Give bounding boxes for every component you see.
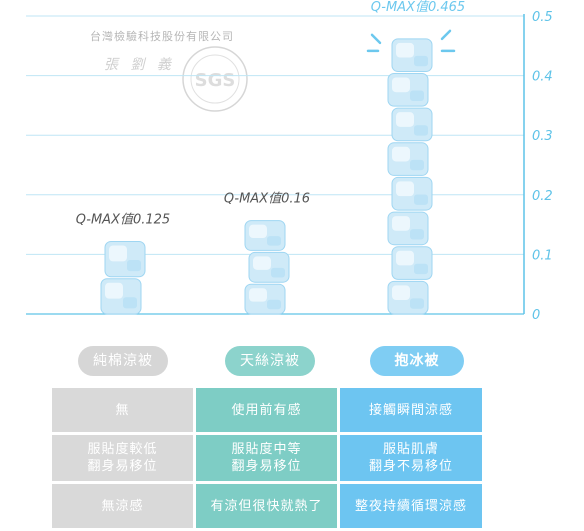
category-label-cotton: 純棉涼被 — [78, 346, 168, 376]
bar-3 — [387, 38, 433, 315]
ice-cube — [248, 251, 290, 283]
table-cell: 無 — [52, 388, 193, 432]
ice-cube — [387, 73, 429, 107]
ice-cube — [244, 283, 286, 315]
ice-cube — [391, 107, 433, 142]
y-tick-label: 0 — [532, 308, 540, 323]
stamp-company-name: 台灣檢驗科技股份有限公司 — [90, 30, 234, 43]
ice-cube — [391, 38, 433, 73]
data-label: Q-MAX值0.465 — [371, 0, 465, 15]
table-row: 無 使用前有感 接觸瞬間涼感 — [52, 388, 530, 432]
sparkle-icon — [366, 29, 456, 53]
qmax-bar-chart: 0.50.40.30.20.10 Q-MAX值0.125Q-MAX值0.16Q-… — [26, 0, 553, 323]
table-cell: 服貼度較低 翻身易移位 — [52, 435, 193, 481]
ice-cube — [391, 246, 433, 280]
y-tick-label: 0.4 — [532, 70, 553, 85]
category-label-ice-quilt: 抱冰被 — [370, 346, 464, 376]
ice-cube — [387, 142, 429, 176]
table-cell: 接觸瞬間涼感 — [340, 388, 482, 432]
table-cell: 服貼肌膚 翻身不易移位 — [340, 435, 482, 481]
stamp-signature: 張 劉 義 — [104, 57, 175, 73]
ice-cube — [387, 280, 429, 315]
bar-1 — [100, 241, 146, 315]
y-tick-label: 0.1 — [532, 248, 553, 263]
table-cell: 使用前有感 — [196, 388, 337, 432]
data-label: Q-MAX值0.125 — [76, 213, 170, 228]
category-label-tencel: 天絲涼被 — [225, 346, 315, 376]
table-cell: 整夜持續循環涼感 — [340, 484, 482, 528]
data-label: Q-MAX值0.16 — [224, 192, 310, 207]
table-row: 無涼感 有涼但很快就熱了 整夜持續循環涼感 — [52, 484, 530, 528]
data-labels: Q-MAX值0.125 Q-MAX值0.16 Q-MAX值0.465 — [76, 0, 465, 228]
table-cell: 服貼度中等 翻身易移位 — [196, 435, 337, 481]
ice-cube — [244, 220, 286, 251]
y-tick-label: 0.3 — [532, 129, 553, 144]
ice-cube — [387, 211, 429, 246]
bars — [100, 38, 433, 315]
ice-cube — [104, 241, 146, 278]
y-tick-label: 0.2 — [532, 189, 553, 204]
ice-cube — [100, 278, 142, 315]
table-row: 服貼度較低 翻身易移位 服貼度中等 翻身易移位 服貼肌膚 翻身不易移位 — [52, 435, 530, 481]
y-tick-label: 0.5 — [532, 10, 553, 25]
bar-2 — [244, 220, 290, 315]
ice-cube — [391, 176, 433, 211]
table-cell: 有涼但很快就熱了 — [196, 484, 337, 528]
table-cell: 無涼感 — [52, 484, 193, 528]
comparison-table: 無 使用前有感 接觸瞬間涼感 服貼度較低 翻身易移位 服貼度中等 翻身易移位 服… — [52, 388, 530, 531]
y-axis: 0.5 0.4 0.3 0.2 0.1 0 — [523, 10, 553, 323]
certification-stamp: 台灣檢驗科技股份有限公司 張 劉 義 SGS — [80, 18, 290, 112]
